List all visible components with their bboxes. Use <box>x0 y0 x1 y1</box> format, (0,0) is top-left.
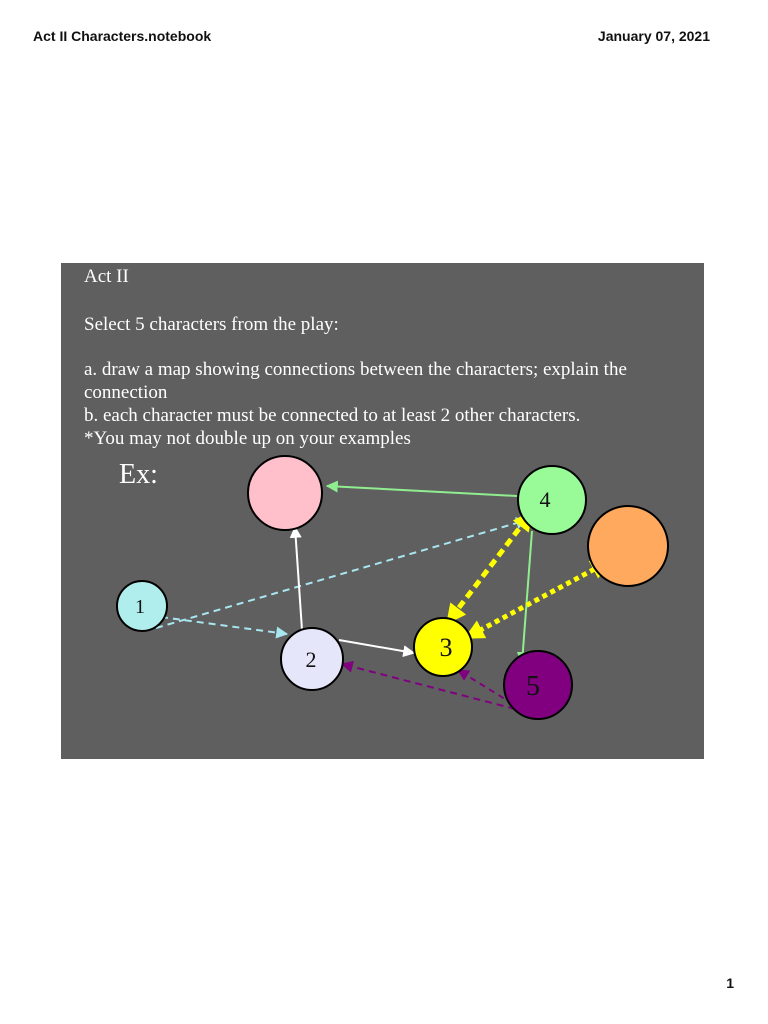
node-2-label: 2 <box>306 647 317 672</box>
arrow-1-to-4 <box>155 517 529 629</box>
arrow-3-to-orange-dotted <box>463 560 612 639</box>
notebook-date: January 07, 2021 <box>597 28 710 44</box>
arrow-5-to-2 <box>340 660 516 710</box>
notebook-filename: Act II Characters.notebook <box>33 28 212 44</box>
arrow-1-to-2 <box>160 616 289 639</box>
arrow-2-to-3 <box>338 639 416 658</box>
slide-title: Act II <box>84 266 129 287</box>
arrow-4-to-pink <box>325 480 518 497</box>
arrow-2-to-pink <box>289 525 303 631</box>
node-1-label: 1 <box>135 596 145 618</box>
page-number: 1 <box>726 975 734 991</box>
arrow-3-to-4-dotted <box>446 510 533 625</box>
node-5-label: 5 <box>526 671 540 702</box>
slide-panel: 4 1 2 3 5 Act II Select 5 characters fro… <box>61 263 704 759</box>
node-pink <box>247 455 323 531</box>
instruction-b: b. each character must be connected to a… <box>84 405 581 426</box>
instruction-list: a. draw a map showing connections betwee… <box>84 358 694 450</box>
node-4: 4 <box>517 465 587 535</box>
node-3: 3 <box>413 617 473 677</box>
instruction-a: a. draw a map showing connections betwee… <box>84 359 627 403</box>
slide-select-instruction: Select 5 characters from the play: <box>84 314 339 335</box>
node-3-label: 3 <box>440 633 453 662</box>
character-map-diagram: 4 1 2 3 5 <box>116 455 669 720</box>
node-5: 5 <box>503 650 573 720</box>
instruction-note: *You may not double up on your examples <box>84 428 411 449</box>
node-4-label: 4 <box>540 487 551 512</box>
arrow-4-to-5 <box>516 530 533 665</box>
node-1: 1 <box>116 580 168 632</box>
example-label: Ex: <box>119 459 158 490</box>
node-2: 2 <box>280 627 344 691</box>
node-orange <box>587 505 669 587</box>
